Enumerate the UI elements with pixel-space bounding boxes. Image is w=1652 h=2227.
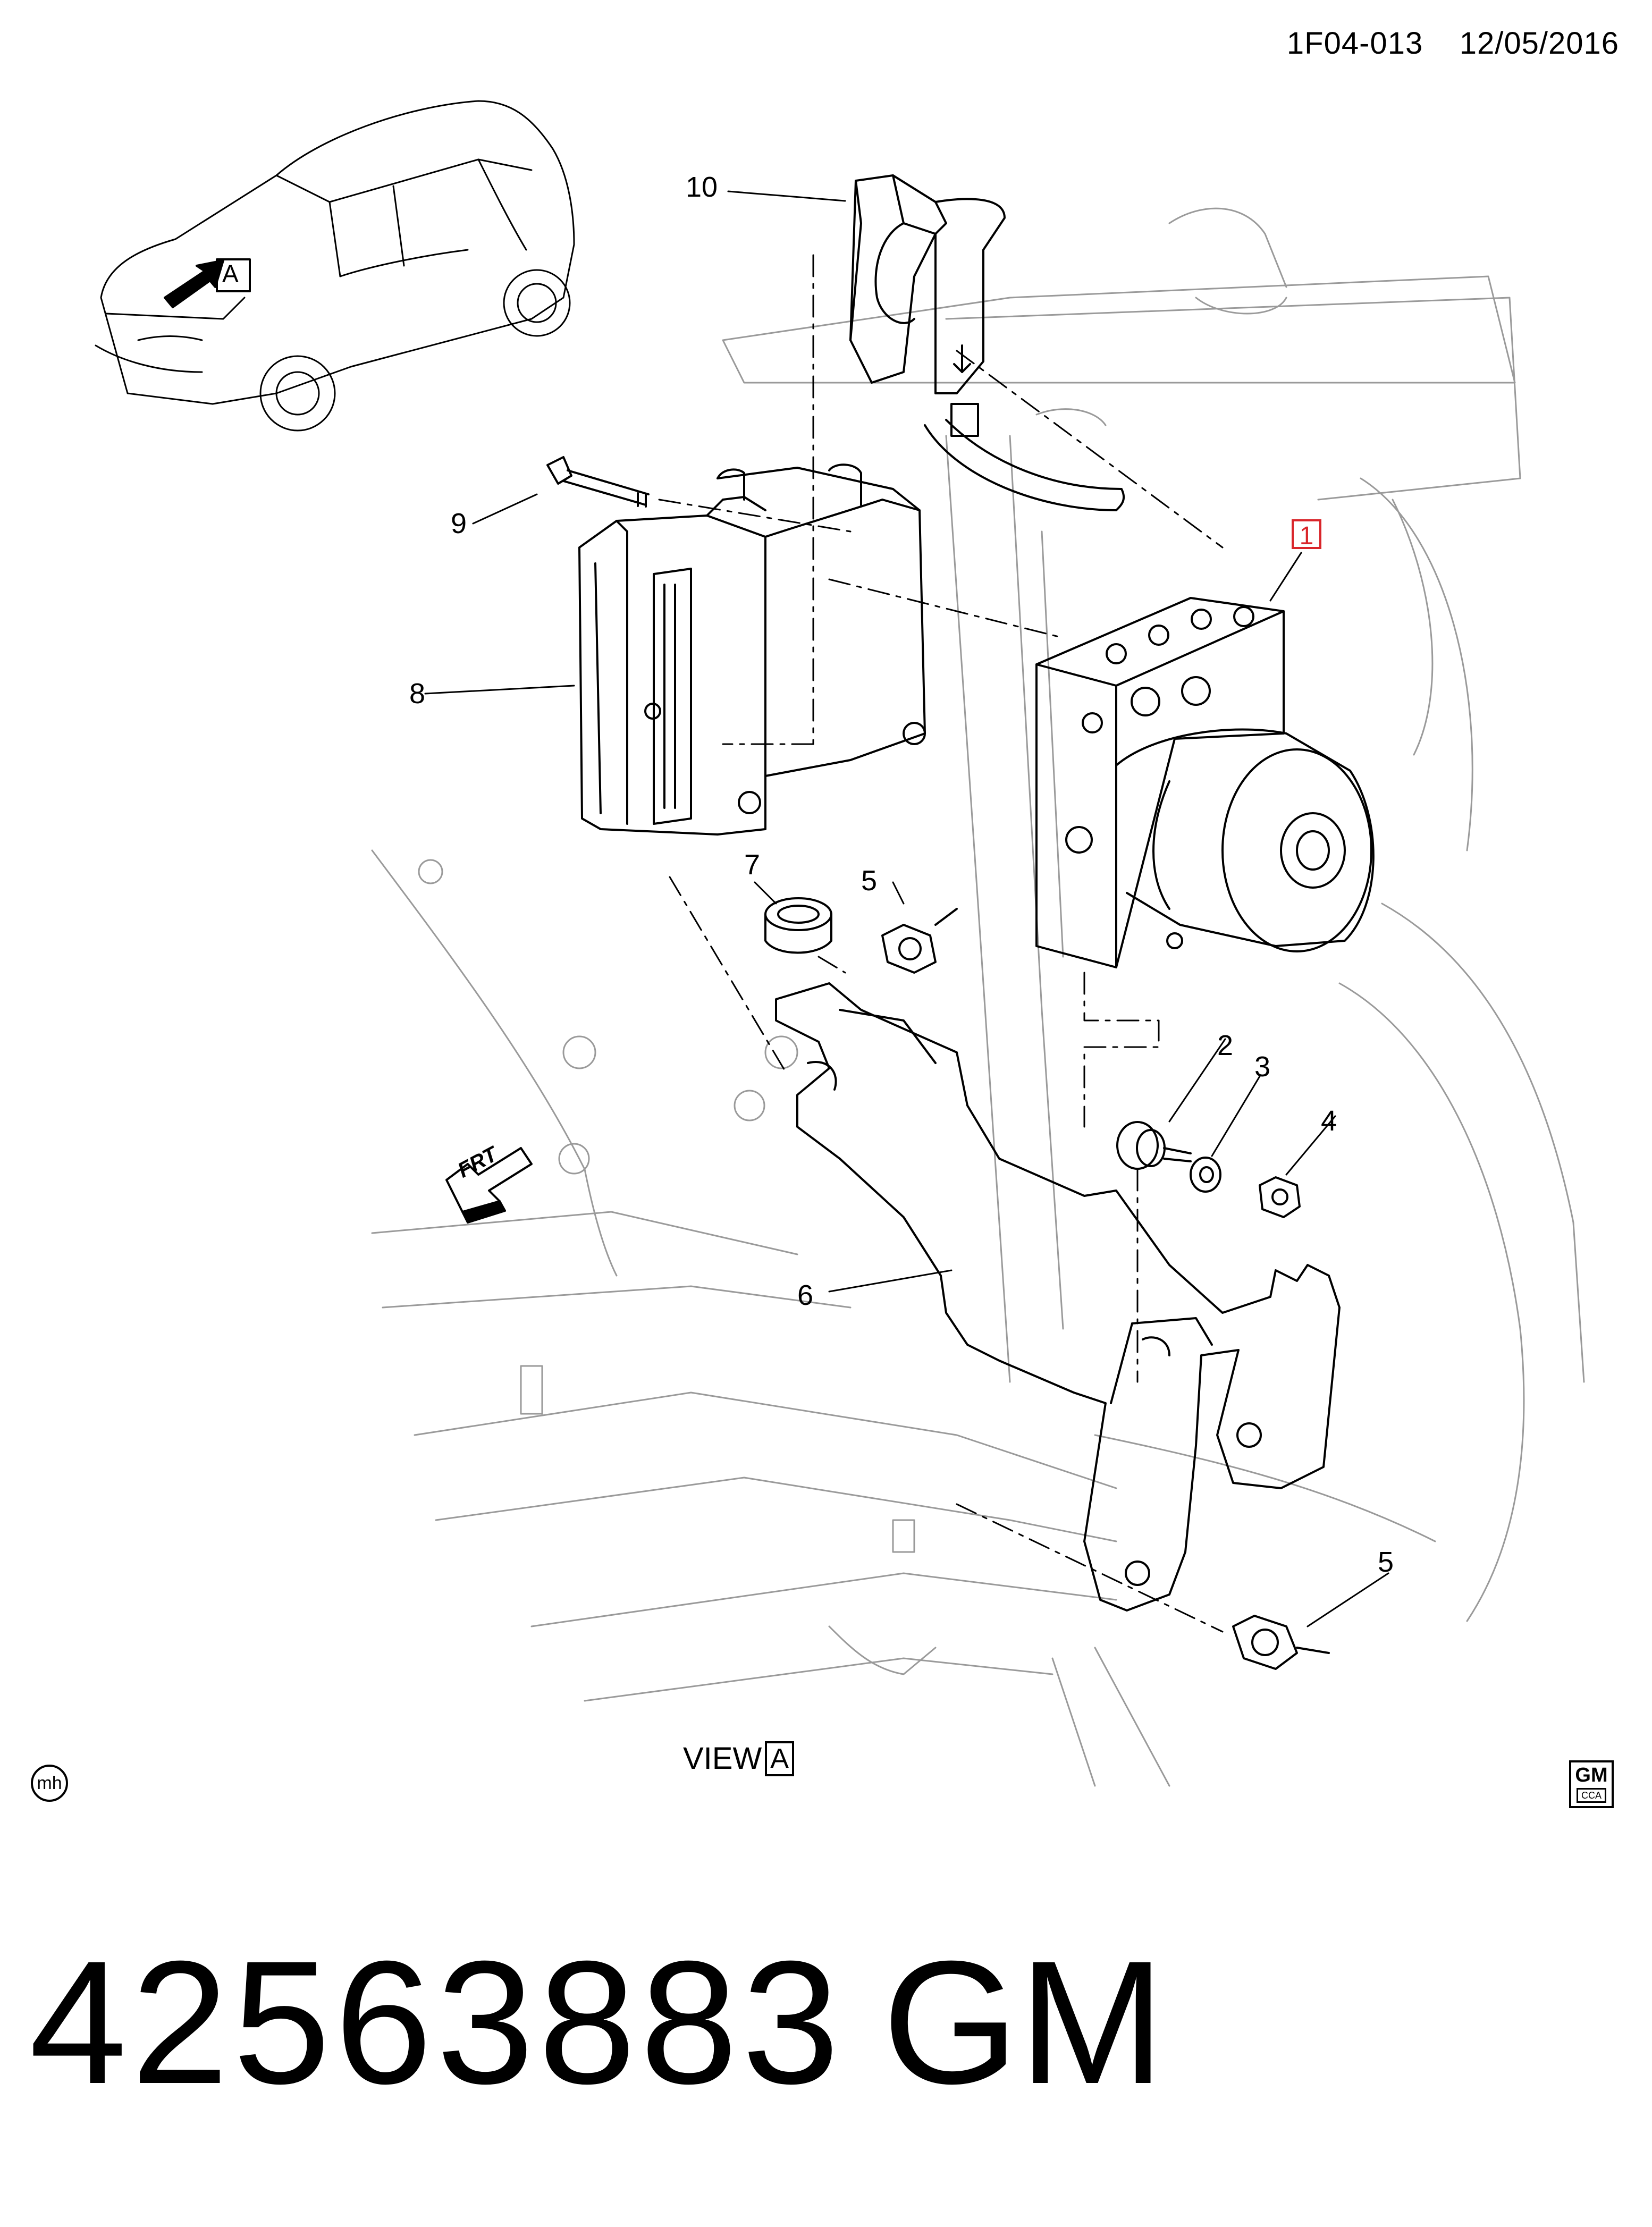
leader-lines xyxy=(424,190,1389,1627)
callout-4: 4 xyxy=(1321,1105,1337,1137)
callout-3: 3 xyxy=(1254,1051,1271,1083)
gm-cca-logo: GM CCA xyxy=(1569,1760,1614,1808)
illustration-id: 1F04-013 xyxy=(1286,26,1423,61)
control-module-8 xyxy=(578,463,926,836)
hydraulic-unit-1 xyxy=(1035,597,1375,968)
nut-4 xyxy=(1259,1176,1301,1218)
car-view-letter-box xyxy=(216,258,251,292)
insulator-7 xyxy=(764,897,832,954)
body-structure-lines xyxy=(371,207,1585,1787)
brand-name: GM xyxy=(882,1924,1165,2120)
gm-logo-text: GM xyxy=(1575,1764,1608,1786)
cca-logo-text: CCA xyxy=(1577,1788,1606,1803)
part-number: 42563883 xyxy=(29,1924,844,2120)
view-letter-box: A xyxy=(765,1741,794,1776)
alignment-dashed-lines xyxy=(658,254,1224,1633)
callout-5-upper: 5 xyxy=(861,865,878,897)
callout-6: 6 xyxy=(797,1279,814,1311)
callout-1-reference-box: 1 xyxy=(1292,519,1321,550)
bolt-9 xyxy=(546,456,650,508)
stud-insulator-2 xyxy=(1116,1121,1192,1170)
callout-10: 10 xyxy=(686,171,718,203)
callout-5-lower: 5 xyxy=(1378,1546,1394,1578)
washer-3 xyxy=(1190,1157,1221,1193)
nut-5-upper xyxy=(881,908,958,974)
callout-8: 8 xyxy=(409,678,426,710)
view-a-arrow-icon xyxy=(164,259,224,308)
nut-5-lower xyxy=(1232,1615,1330,1670)
callout-2: 2 xyxy=(1217,1030,1234,1061)
vehicle-locator-illustration xyxy=(95,100,575,432)
view-text: VIEW xyxy=(683,1741,762,1776)
bracket-6 xyxy=(775,982,1341,1612)
car-view-letter: A xyxy=(222,260,239,288)
header: 1F04-013 12/05/2016 xyxy=(1287,26,1619,61)
callout-7: 7 xyxy=(744,849,761,881)
mh-logo: mh xyxy=(31,1765,68,1802)
front-direction-arrow-icon xyxy=(445,1147,533,1224)
connector-10 xyxy=(849,174,1125,511)
view-label: VIEW A xyxy=(683,1741,794,1776)
callout-9: 9 xyxy=(451,508,467,539)
illustration-date: 12/05/2016 xyxy=(1459,26,1619,61)
